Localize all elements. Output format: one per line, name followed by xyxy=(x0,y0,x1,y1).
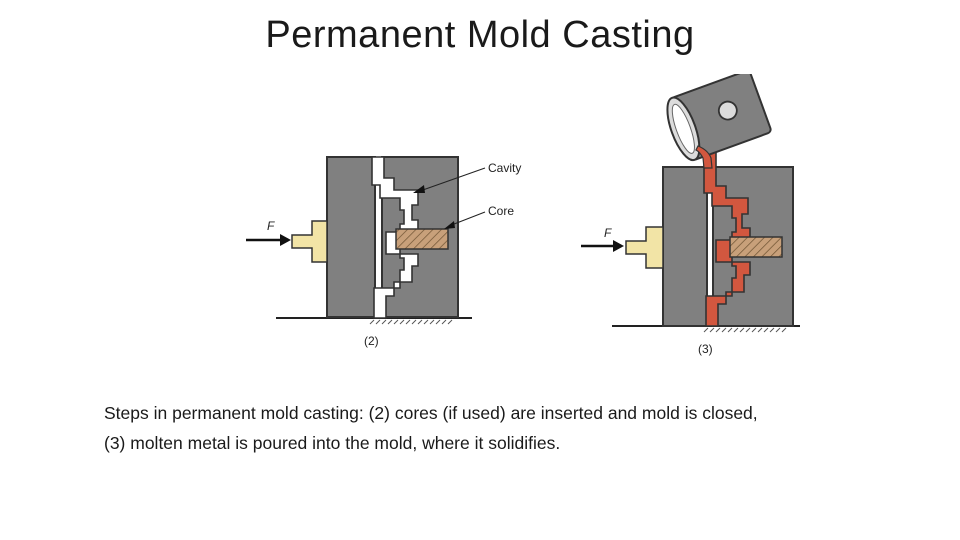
casting-diagram: F Cavity Core (2) xyxy=(246,69,800,356)
ladle-pivot xyxy=(717,100,738,121)
casting-figure: F Cavity Core (2) xyxy=(230,69,820,364)
force-label-2: F xyxy=(267,219,275,233)
core-leader-arrowhead xyxy=(444,221,455,229)
slide-title: Permanent Mold Casting xyxy=(265,14,695,56)
molten-metal-fill xyxy=(703,151,751,327)
core-leader xyxy=(448,211,486,227)
force-label-3: F xyxy=(604,226,612,240)
step-3-label: (3) xyxy=(698,342,713,356)
cavity-leader xyxy=(419,167,486,192)
piston-left xyxy=(291,220,328,263)
core xyxy=(395,228,449,250)
figure-caption: Steps in permanent mold casting: (2) cor… xyxy=(104,398,904,458)
force-arrowhead-3 xyxy=(613,240,624,252)
caption-line-1: Steps in permanent mold casting: (2) cor… xyxy=(104,403,758,423)
force-arrowhead xyxy=(280,234,291,246)
callout-cavity: Cavity xyxy=(488,161,521,175)
ground-hatch xyxy=(369,319,453,325)
mold-left-half xyxy=(326,156,376,318)
cavity-leader-arrowhead xyxy=(413,185,425,193)
mold-left-half-3 xyxy=(662,166,708,327)
ladle xyxy=(666,69,772,162)
callout-core: Core xyxy=(488,204,514,218)
caption-line-2: (3) molten metal is poured into the mold… xyxy=(104,433,561,453)
step-2-diagram: F Cavity Core (2) xyxy=(246,156,521,348)
ground-hatch-3 xyxy=(703,327,787,333)
pour-stream xyxy=(695,145,713,169)
mold-cavity xyxy=(371,156,419,319)
step-2-label: (2) xyxy=(364,334,379,348)
core-3 xyxy=(729,236,783,258)
step-3-diagram: F (3) xyxy=(581,69,800,356)
piston-left-3 xyxy=(625,226,664,269)
